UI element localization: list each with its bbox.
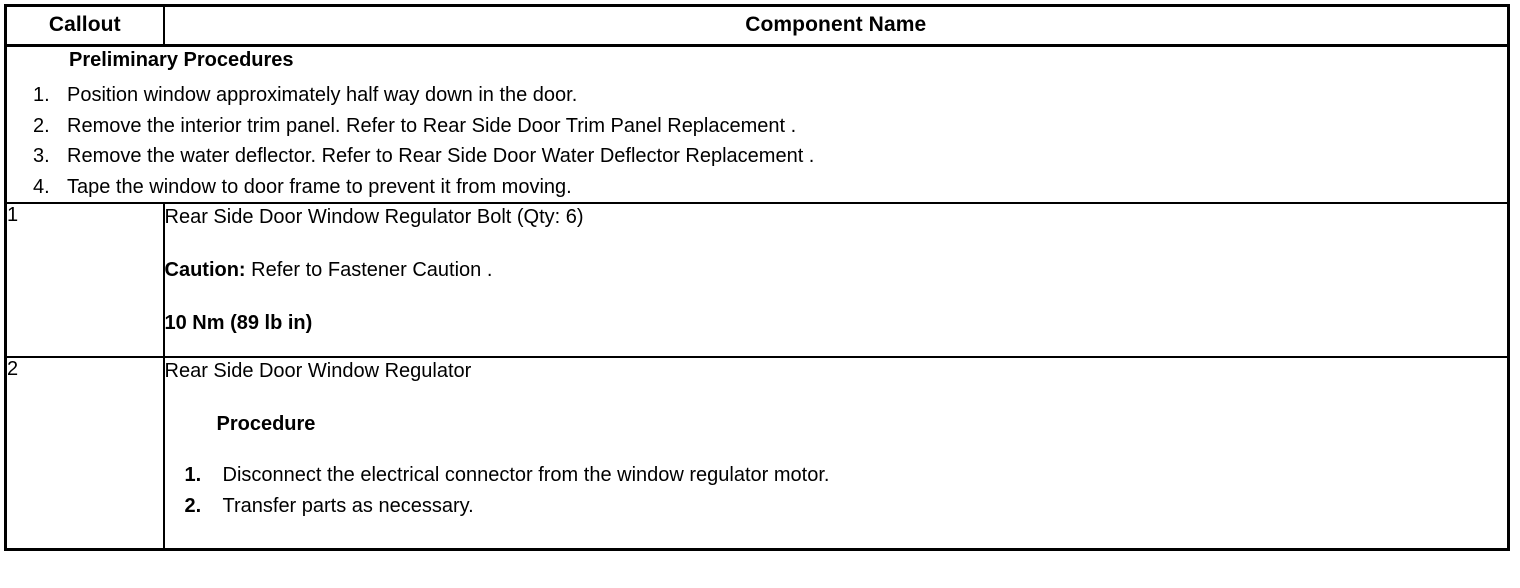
procedure-list-2: 1. Disconnect the electrical connector f… — [165, 460, 1508, 521]
caution-text: Refer to Fastener Caution . — [245, 259, 493, 282]
list-item-text: Remove the interior trim panel. Refer to… — [67, 114, 797, 137]
caution-label: Caution: — [164, 259, 246, 282]
preliminary-procedures-list: 1. Position window approximately half wa… — [7, 80, 1507, 202]
component-name-2: Rear Side Door Window Regulator — [164, 360, 472, 383]
component-cell-1: Rear Side Door Window Regulator Bolt (Qt… — [162, 202, 1510, 359]
list-item: 1. Disconnect the electrical connector f… — [165, 460, 1508, 491]
list-item-number: 2. — [184, 494, 202, 517]
list-item-number: 3. — [33, 145, 50, 168]
list-item: 1. Position window approximately half wa… — [7, 80, 1507, 111]
spacer — [165, 231, 1508, 257]
list-item-text: Position window approximately half way d… — [67, 84, 578, 106]
spacer — [165, 438, 1508, 460]
list-item: 3. Remove the water deflector. Refer to … — [7, 141, 1507, 172]
preliminary-procedures-row: Preliminary Procedures 1. Position windo… — [4, 44, 1510, 205]
column-header-component-name: Component Name — [162, 4, 1510, 47]
procedure-title-2: Procedure — [216, 413, 316, 436]
list-item: 2. Transfer parts as necessary. — [165, 491, 1508, 522]
preliminary-procedures-cell: Preliminary Procedures 1. Position windo… — [4, 44, 1510, 205]
list-item-number: 1. — [33, 84, 50, 106]
list-item-text: Transfer parts as necessary. — [222, 494, 474, 517]
preliminary-procedures-title: Preliminary Procedures — [69, 49, 294, 71]
component-name-1: Rear Side Door Window Regulator Bolt (Qt… — [164, 206, 584, 229]
table-row: 2 Rear Side Door Window Regulator Proced… — [4, 356, 1510, 551]
list-item-number: 2. — [33, 114, 50, 137]
list-item-number: 1. — [184, 464, 202, 487]
table-header-row: Callout Component Name — [4, 4, 1510, 47]
caution-note-1: Caution: Refer to Fastener Caution . — [165, 257, 1508, 284]
spacer — [165, 284, 1508, 310]
list-item: 4. Tape the window to door frame to prev… — [7, 172, 1507, 203]
component-cell-2: Rear Side Door Window Regulator Procedur… — [162, 356, 1510, 551]
torque-spec-1: 10 Nm (89 lb in) — [164, 312, 313, 335]
list-item-text: Tape the window to door frame to prevent… — [67, 175, 572, 198]
list-item-text: Remove the water deflector. Refer to Rea… — [67, 145, 815, 168]
service-procedure-table: Callout Component Name Preliminary Proce… — [4, 4, 1510, 552]
list-item-number: 4. — [33, 175, 50, 198]
list-item: 2. Remove the interior trim panel. Refer… — [7, 111, 1507, 142]
spacer — [165, 385, 1508, 411]
table-row: 1 Rear Side Door Window Regulator Bolt (… — [4, 202, 1510, 359]
callout-number-2: 2 — [4, 356, 165, 551]
list-item-text: Disconnect the electrical connector from… — [222, 464, 830, 487]
column-header-callout: Callout — [4, 4, 165, 47]
callout-number-1: 1 — [4, 202, 165, 359]
